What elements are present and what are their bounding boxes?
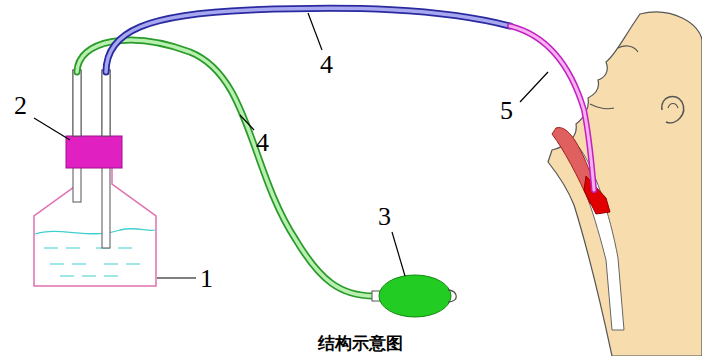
liquid-lines: [44, 248, 146, 276]
bulb-valve: [448, 290, 456, 302]
long-glass-tube-top: [102, 70, 110, 136]
callout-number: 5: [500, 98, 513, 124]
ear: [662, 96, 684, 122]
figure-caption: 结构示意图: [318, 333, 403, 353]
callout-number: 3: [378, 204, 391, 230]
eye: [618, 46, 638, 52]
ear-inner: [668, 104, 678, 109]
green-hose-inner: [77, 40, 374, 296]
suction-catheter-inner: [510, 26, 594, 190]
callout-number: 4: [256, 130, 269, 156]
suction-catheter: [510, 26, 594, 190]
blue-hose: [106, 8, 510, 72]
suction-bulb: [379, 275, 451, 317]
green-hose: [77, 40, 374, 296]
short-glass-tube: [73, 70, 81, 202]
blue-hose-inner: [106, 8, 510, 72]
stopper: [66, 136, 122, 168]
mouth: [590, 104, 614, 109]
liquid-surface: [35, 229, 155, 234]
bottle-outline: [34, 168, 156, 286]
callout-number: 1: [200, 266, 213, 292]
head-profile: [548, 12, 702, 356]
callout-number: 2: [14, 93, 27, 119]
leader-lines: [34, 13, 548, 278]
short-glass-tube-top: [73, 70, 81, 136]
callout-number: 4: [320, 52, 333, 78]
tube-tip: [584, 176, 610, 214]
